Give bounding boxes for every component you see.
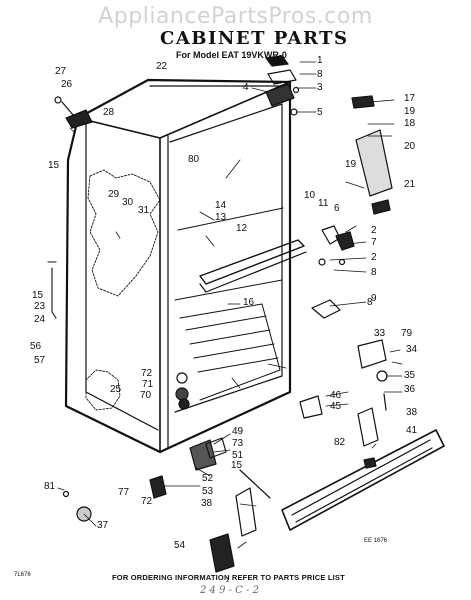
grille-clips [357,407,379,469]
callout-37[interactable]: 37 [97,520,109,531]
callout-57[interactable]: 57 [34,355,46,366]
callout-30[interactable]: 30 [122,197,134,208]
rail [199,239,307,293]
code-left: 7L676 [14,572,31,578]
callout-8-b[interactable]: 8 [371,267,377,278]
toe-grille [281,429,445,531]
callout-4[interactable]: 4 [243,82,249,93]
callout-8-c[interactable]: 8 [367,297,373,308]
small-parts [175,372,323,459]
callout-45[interactable]: 45 [330,401,342,412]
diagram-title: CABINET PARTS [160,28,349,49]
callout-35[interactable]: 35 [404,370,416,381]
callout-52[interactable]: 52 [202,473,214,484]
callout-38[interactable]: 38 [406,407,418,418]
ordering-footer: FOR ORDERING INFORMATION REFER TO PARTS … [112,573,345,582]
callout-1[interactable]: 1 [317,55,323,66]
callout-71[interactable]: 71 [142,379,154,390]
callout-5[interactable]: 5 [317,107,323,118]
callout-77[interactable]: 77 [118,487,130,498]
callout-11[interactable]: 11 [318,198,329,209]
callout-46[interactable]: 46 [330,390,342,401]
callout-23[interactable]: 23 [34,301,46,312]
callout-31[interactable]: 31 [138,205,150,216]
callout-80[interactable]: 80 [188,154,200,165]
liner-lines [174,207,284,401]
callout-12[interactable]: 12 [236,223,248,234]
bottom-parts [62,439,271,573]
left-hinge [54,96,93,129]
callout-3[interactable]: 3 [317,82,323,93]
callout-2-b[interactable]: 2 [371,252,377,263]
callout-17[interactable]: 17 [404,93,416,104]
callout-8[interactable]: 8 [317,69,323,80]
callout-56[interactable]: 56 [30,341,42,352]
callout-24[interactable]: 24 [34,314,46,325]
callout-15[interactable]: 15 [48,160,60,171]
insulation-patch [85,169,161,411]
callout-72[interactable]: 72 [141,368,153,379]
watermark: AppliancePartsPros.com [98,4,373,29]
door-hinge-bracket [351,95,393,215]
callout-19-b[interactable]: 19 [345,159,357,170]
callout-7[interactable]: 7 [371,237,377,248]
callout-54[interactable]: 54 [174,540,186,551]
handwritten-note: 2 4 9 - C - 2 [200,585,259,596]
callout-51[interactable]: 51 [232,450,244,461]
callout-82[interactable]: 82 [334,437,346,448]
callout-6[interactable]: 6 [334,203,340,214]
callout-21[interactable]: 21 [404,179,416,190]
callout-16[interactable]: 16 [243,297,255,308]
callout-81[interactable]: 81 [44,481,56,492]
callout-15-b[interactable]: 15 [32,290,44,301]
callout-72-b[interactable]: 72 [141,496,153,507]
page-number: 2 [226,578,230,584]
callout-14[interactable]: 14 [215,200,227,211]
callout-41[interactable]: 41 [406,425,418,436]
callout-79[interactable]: 79 [401,328,413,339]
code-right: EE 1676 [364,538,388,544]
callout-20[interactable]: 20 [404,141,416,152]
callout-29[interactable]: 29 [108,189,120,200]
model-subtitle: For Model EAT 19VKWR-0 [176,50,287,60]
callout-15-c[interactable]: 15 [231,460,243,471]
callout-25[interactable]: 25 [110,384,122,395]
callout-73[interactable]: 73 [232,438,244,449]
leader-lines [57,61,403,549]
drain-tube [47,261,57,319]
callout-2[interactable]: 2 [371,225,377,236]
callout-28[interactable]: 28 [103,107,115,118]
callout-9[interactable]: 9 [371,293,377,304]
callout-34[interactable]: 34 [406,344,418,355]
callout-27[interactable]: 27 [55,66,67,77]
callout-10[interactable]: 10 [304,190,316,201]
callout-22[interactable]: 22 [156,61,168,72]
callout-36[interactable]: 36 [404,384,416,395]
callout-18[interactable]: 18 [404,118,416,129]
callout-38-b[interactable]: 38 [201,498,213,509]
callout-13[interactable]: 13 [215,212,227,223]
roller-assembly [357,339,388,411]
callout-49[interactable]: 49 [232,426,244,437]
callout-33[interactable]: 33 [374,328,386,339]
callout-53[interactable]: 53 [202,486,214,497]
callout-26[interactable]: 26 [61,79,73,90]
callout-70[interactable]: 70 [140,390,152,401]
callout-19[interactable]: 19 [404,106,416,117]
right-brackets [311,225,355,319]
